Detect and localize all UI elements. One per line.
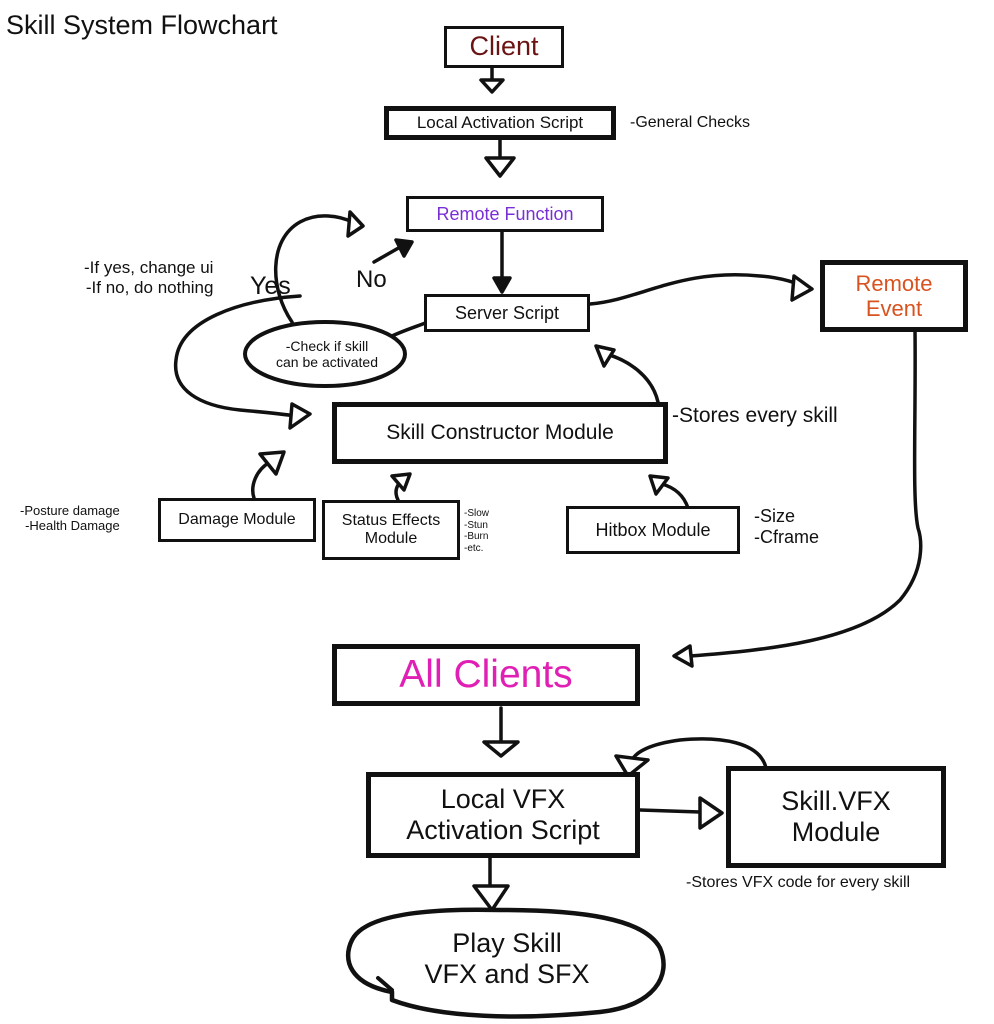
arrowhead <box>472 884 510 912</box>
arrowhead <box>394 238 414 258</box>
arrow-constructor-to-server <box>604 352 660 404</box>
node-remote-event-label: Remote Event <box>855 270 933 321</box>
node-all-clients-label: All Clients <box>399 652 573 696</box>
node-hitbox-module-label: Hitbox Module <box>595 519 711 540</box>
node-hitbox-module[interactable]: Hitbox Module <box>566 506 740 554</box>
node-all-clients[interactable]: All Clients <box>332 644 640 706</box>
node-skill-constructor-label: Skill Constructor Module <box>386 420 614 444</box>
yes-return-path <box>173 294 302 418</box>
arrow-skill-vfx-back <box>630 737 768 770</box>
arrowhead <box>648 474 670 496</box>
annotation-general-checks: -General Checks <box>630 114 751 131</box>
node-damage-module[interactable]: Damage Module <box>158 498 316 542</box>
node-remote-event[interactable]: Remote Event <box>820 260 968 332</box>
node-local-vfx-activation-script[interactable]: Local VFX Activation Script <box>366 772 640 858</box>
yes-loop-path <box>274 214 354 324</box>
no-arrow-path <box>372 244 404 264</box>
annotation-if-yes-no: -If yes, change ui -If no, do nothing <box>84 258 214 297</box>
arrow-hitbox-to-constructor <box>660 482 690 510</box>
annotation-status-notes: -Slow -Stun -Burn -etc. <box>464 508 490 554</box>
arrow-server-to-remote-event <box>588 273 807 306</box>
annotation-stores-every-skill: -Stores every skill <box>672 404 838 427</box>
node-play-skill-vfx-sfx[interactable]: Play Skill VFX and SFX <box>424 928 590 990</box>
arrowhead <box>288 402 312 430</box>
arrowhead <box>479 78 505 94</box>
arrowhead <box>672 644 694 668</box>
annotation-check-skill: -Check if skill can be activated <box>276 338 378 371</box>
check-skill-oval <box>243 320 407 388</box>
annotation-vfx-notes: -Stores VFX code for every skill <box>686 874 911 891</box>
label-yes: Yes <box>250 272 291 300</box>
node-local-activation-label: Local Activation Script <box>416 113 584 133</box>
arrowhead <box>614 754 650 778</box>
diagram-title: Skill System Flowchart <box>6 10 278 40</box>
node-skill-vfx-module[interactable]: Skill.VFX Module <box>726 766 946 868</box>
arrowhead <box>698 796 724 830</box>
label-no: No <box>356 266 387 293</box>
play-skill-blob-outline <box>346 907 666 1019</box>
node-local-activation-script[interactable]: Local Activation Script <box>384 106 616 140</box>
arrowhead <box>492 276 512 294</box>
arrowhead <box>790 274 814 302</box>
node-damage-module-label: Damage Module <box>178 510 296 528</box>
arrowhead <box>484 156 516 178</box>
node-remote-function[interactable]: Remote Function <box>406 196 604 232</box>
node-status-effects-module[interactable]: Status Effects Module <box>322 500 460 560</box>
arrow-local-vfx-to-skill-vfx <box>638 808 702 814</box>
node-client-label: Client <box>469 31 539 62</box>
node-skill-constructor-module[interactable]: Skill Constructor Module <box>332 402 668 464</box>
node-server-script-label: Server Script <box>454 302 560 323</box>
node-status-effects-label: Status Effects Module <box>341 511 441 547</box>
arrowhead <box>390 472 412 492</box>
arrowhead <box>482 740 520 758</box>
node-local-vfx-label: Local VFX Activation Script <box>406 783 600 845</box>
node-remote-function-label: Remote Function <box>436 203 574 224</box>
annotation-hitbox-notes: -Size -Cframe <box>754 506 820 547</box>
check-to-server-line <box>390 320 430 338</box>
arrow-damage-to-constructor <box>251 460 272 500</box>
node-server-script[interactable]: Server Script <box>424 294 590 332</box>
node-skill-vfx-label: Skill.VFX Module <box>781 785 891 847</box>
node-client[interactable]: Client <box>444 26 564 68</box>
arrowhead <box>594 344 616 368</box>
play-skill-tail <box>376 976 394 992</box>
arrowhead <box>346 210 365 238</box>
arrow-remote-event-to-all-clients <box>688 328 923 658</box>
annotation-damage-notes: -Posture damage -Health Damage <box>20 503 120 533</box>
arrowhead <box>258 450 286 476</box>
